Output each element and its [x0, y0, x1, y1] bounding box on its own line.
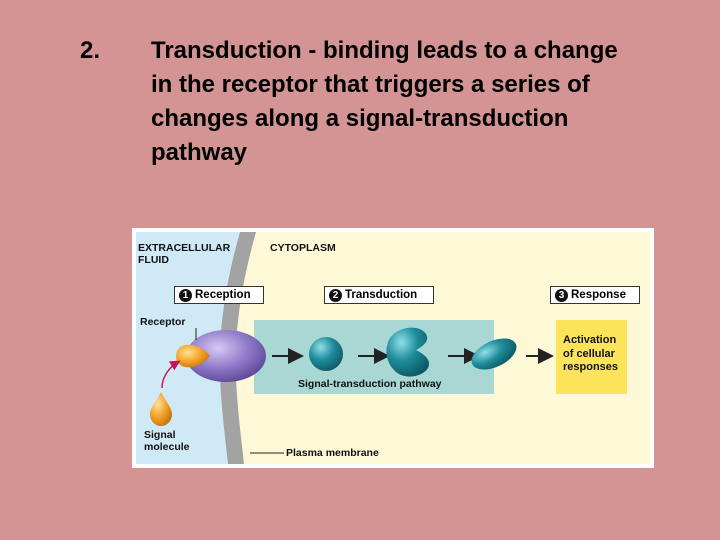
signal-molecule-label: Signal molecule [144, 429, 190, 453]
step-transduction: 2 Transduction [324, 286, 434, 304]
step-number-3: 3 [555, 288, 568, 302]
bullet-number: 2. [80, 37, 101, 64]
activation-line3: responses [563, 361, 619, 373]
relay-molecule-2 [386, 327, 430, 377]
bullet-line-4: pathway [151, 139, 248, 166]
bullet-text-1: Transduction - binding leads to a change [151, 37, 618, 64]
activation-line2: of cellular [563, 347, 615, 360]
activation-line1: Activation [563, 334, 617, 346]
pathway-label: Signal-transduction pathway [298, 378, 442, 390]
bullet-line-3: changes along a signal-transduction [151, 105, 569, 132]
step-reception: 1 Reception [174, 286, 264, 304]
bullet-line-2: in the receptor that triggers a series o… [151, 71, 590, 98]
step-number-1: 1 [179, 288, 192, 302]
step-number-2: 2 [329, 288, 342, 302]
signal-label-line1: Signal [144, 429, 176, 441]
bullet-line-1: 2. Transduction - binding leads to a chan… [80, 34, 700, 68]
binding-arrow [161, 360, 181, 389]
receptor-label: Receptor [140, 316, 186, 328]
signal-transduction-diagram: EXTRACELLULAR FLUID CYTOPLASM 1 Receptio… [132, 228, 654, 468]
step-label-transduction: Transduction [345, 289, 418, 301]
step-label-reception: Reception [195, 289, 251, 301]
relay-molecule-3 [471, 338, 517, 370]
step-response: 3 Response [550, 286, 640, 304]
activation-box: Activation of cellular responses [556, 320, 627, 394]
plasma-membrane-label: Plasma membrane [286, 447, 379, 459]
bound-signal-molecule [176, 344, 210, 368]
cytoplasm-label: CYTOPLASM [270, 242, 336, 254]
extracellular-label-line2: FLUID [138, 254, 169, 266]
extracellular-label-line1: EXTRACELLULAR [138, 242, 231, 254]
receptor-protein [186, 330, 266, 382]
extracellular-label: EXTRACELLULAR FLUID [138, 242, 230, 266]
relay-molecule-1 [309, 337, 343, 371]
free-signal-molecule [150, 392, 172, 426]
step-label-response: Response [571, 289, 626, 301]
signal-label-line2: molecule [144, 441, 190, 453]
slide-bullet: 2. Transduction - binding leads to a chan… [80, 34, 700, 170]
